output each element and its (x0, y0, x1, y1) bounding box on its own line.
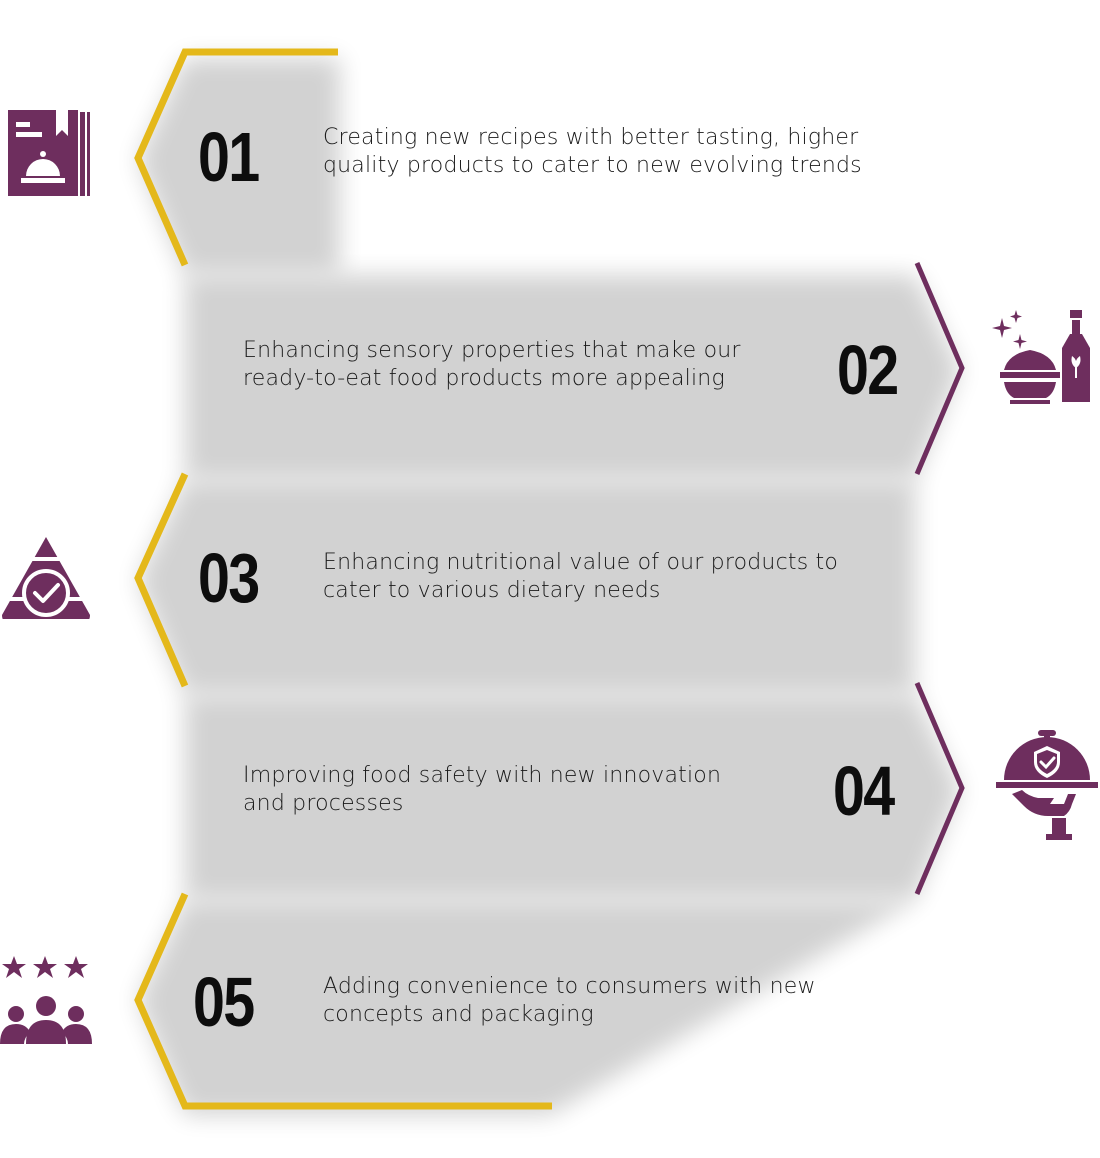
step-number-05: 05 (193, 963, 255, 1041)
step-text-03-line1: Enhancing nutritional value of our produ… (323, 550, 839, 575)
step-text-04: Improving food safety with new innovatio… (243, 762, 721, 818)
step-text-01-line2: quality products to cater to new evolvin… (323, 153, 862, 178)
step-text-03-line2: cater to various dietary needs (323, 578, 661, 603)
step-text-01-line1: Creating new recipes with better tasting… (323, 125, 859, 150)
step-text-03: Enhancing nutritional value of our produ… (323, 549, 838, 605)
step-text-04-line1: Improving food safety with new innovatio… (243, 763, 722, 788)
food-pyramid-check-icon (2, 537, 90, 623)
step-text-02: Enhancing sensory properties that make o… (243, 337, 741, 393)
left-chevrons (134, 48, 552, 1110)
step-text-01: Creating new recipes with better tasting… (323, 124, 862, 180)
step-text-05-line1: Adding convenience to consumers with new (323, 974, 816, 999)
step-text-05-line2: concepts and packaging (323, 1002, 594, 1027)
cloche-shield-icon (996, 730, 1098, 840)
step-text-05: Adding convenience to consumers with new… (323, 973, 816, 1029)
step-text-04-line2: and processes (243, 791, 404, 816)
right-chevrons (914, 262, 965, 895)
step-number-02: 02 (837, 331, 899, 409)
step-number-01: 01 (198, 118, 260, 196)
step-text-02-line1: Enhancing sensory properties that make o… (243, 338, 741, 363)
step-number-03: 03 (198, 539, 260, 617)
step-text-02-line2: ready-to-eat food products more appealin… (243, 366, 725, 391)
step-number-04: 04 (833, 752, 895, 830)
rated-customers-icon (0, 956, 92, 1044)
recipe-book-icon (8, 110, 90, 196)
food-bowl-bottle-icon (992, 310, 1090, 404)
connector-lines (183, 260, 919, 898)
